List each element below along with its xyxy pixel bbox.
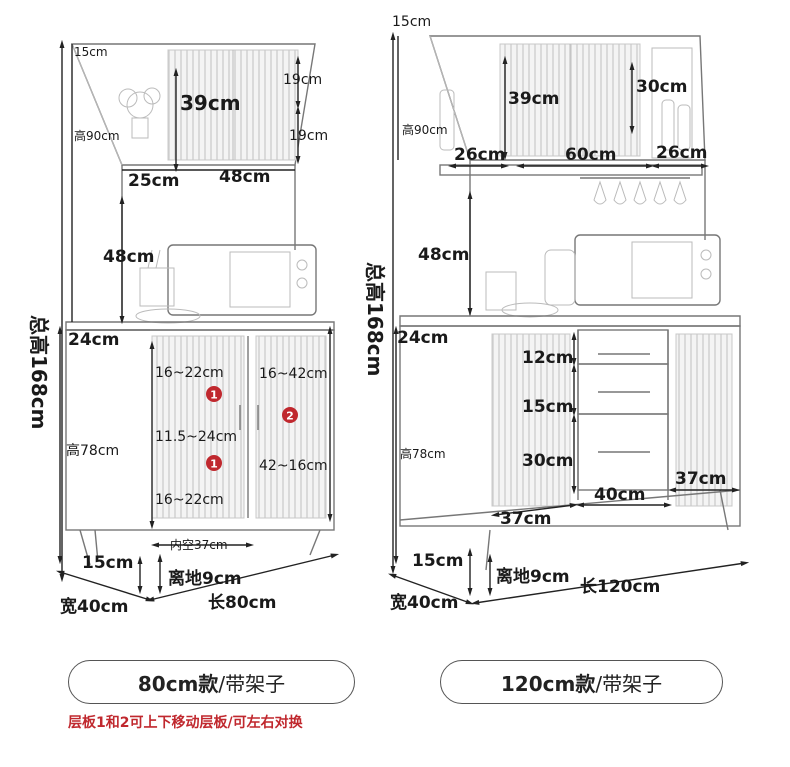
wine-glass-rack-icon: [580, 177, 690, 205]
bottle-icon: [439, 89, 691, 151]
right-right-bay-label: 26cm: [656, 143, 707, 163]
right-top-depth-label: 15cm: [392, 14, 431, 30]
right-drawer3-label: 30cm: [522, 451, 573, 471]
left-shelf-right-bottom-label: 42~16cm: [259, 458, 328, 474]
left-shelf-a-label: 16~22cm: [155, 365, 224, 381]
right-dimension-lines: [388, 31, 750, 605]
shelf-adjust-note: 层板1和2可上下移动层板/可左右对换: [68, 715, 303, 731]
left-shelf-height-label: 高90cm: [74, 128, 120, 143]
model-80cm-rest: /带架子: [218, 671, 286, 696]
right-left-bay-label: 26cm: [454, 145, 505, 165]
left-total-height-label: 总高168cm: [27, 315, 51, 429]
plant-icon: [118, 87, 161, 139]
right-base-height-label: 高78cm: [400, 446, 446, 461]
left-length-label: 长80cm: [208, 592, 276, 613]
left-top-hutch: [70, 43, 316, 322]
left-right-shelf-bottom-label: 19cm: [289, 128, 328, 144]
shelf-marker-1-bottom: 1: [206, 455, 222, 471]
right-width-label: 宽40cm: [390, 592, 458, 613]
model-80cm-button[interactable]: 80cm款/带架子: [68, 660, 355, 704]
microwave-icon: [135, 244, 317, 324]
right-ground-clearance-label: 离地9cm: [496, 566, 570, 587]
right-drawer2-label: 15cm: [522, 397, 573, 417]
left-top-depth-label: 15cm: [74, 45, 108, 59]
right-total-height-label: 总高168cm: [363, 262, 387, 376]
left-base-cabinet: [65, 321, 335, 566]
left-shelf-b-label: 11.5~24cm: [155, 429, 237, 445]
right-shelf-30-label: 30cm: [636, 77, 687, 97]
left-ground-clearance-label: 离地9cm: [168, 568, 242, 589]
right-length-label: 长120cm: [580, 576, 660, 597]
left-bottom-width-label: 48cm: [219, 167, 270, 187]
right-mid-width-label: 40cm: [594, 485, 645, 505]
left-dimension-lines: [55, 39, 340, 602]
left-base-height-label: 高78cm: [66, 442, 119, 459]
left-foot-height-label: 15cm: [82, 553, 133, 573]
left-shelf-c-label: 16~22cm: [155, 492, 224, 508]
left-bottom-left-label: 25cm: [128, 171, 179, 191]
right-left-door-label: 37cm: [500, 509, 551, 529]
right-counter-depth-label: 24cm: [397, 328, 448, 348]
right-microwave-height-label: 48cm: [418, 245, 469, 265]
model-80cm-bold: 80cm款: [137, 671, 219, 696]
right-drawer1-label: 12cm: [522, 348, 573, 368]
left-shelf-right-top-label: 16~42cm: [259, 366, 328, 382]
right-foot-height-label: 15cm: [412, 551, 463, 571]
left-width-label: 宽40cm: [60, 596, 128, 617]
left-inner-space-label: 内空37cm: [170, 538, 228, 552]
right-base-cabinet: [399, 315, 741, 571]
model-120cm-rest: /带架子: [595, 671, 663, 696]
svg-text:2: 2: [286, 410, 294, 423]
svg-text:1: 1: [210, 458, 218, 471]
right-mid-bay-label: 60cm: [565, 145, 616, 165]
shelf-marker-1-top: 1: [206, 386, 222, 402]
svg-text:1: 1: [210, 389, 218, 402]
microwave-icon: [485, 234, 721, 318]
right-glass-width-label: 39cm: [508, 89, 559, 109]
left-microwave-height-label: 48cm: [103, 247, 154, 267]
left-glass-width-label: 39cm: [180, 91, 241, 115]
model-120cm-button[interactable]: 120cm款/带架子: [440, 660, 723, 704]
left-right-shelf-top-label: 19cm: [283, 72, 322, 88]
right-shelf-height-label: 高90cm: [402, 122, 448, 137]
left-cabinet: 15cm 高90cm 39cm 19cm 19cm 25cm 48cm 48cm…: [27, 39, 340, 617]
shelf-marker-2: 2: [282, 407, 298, 423]
right-cabinet: 15cm 39cm 30cm 高90cm 26cm 60cm 26cm 48cm…: [363, 14, 750, 613]
right-right-door-label: 37cm: [675, 469, 726, 489]
model-120cm-bold: 120cm款: [500, 671, 596, 696]
left-counter-depth-label: 24cm: [68, 330, 119, 350]
